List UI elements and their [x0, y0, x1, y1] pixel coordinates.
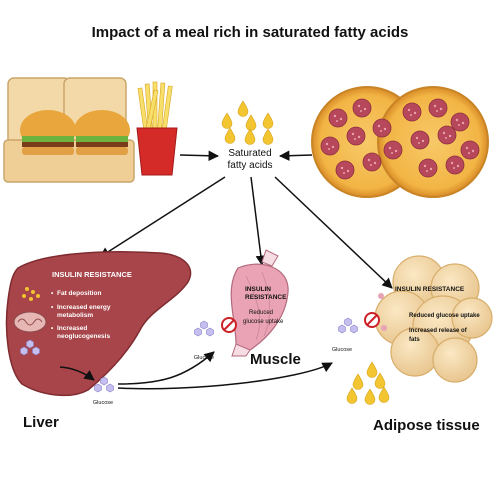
muscle-heading-line2: RESISTANCE — [245, 294, 287, 301]
liver-bullet-2a: Increased energy — [57, 304, 111, 311]
muscle-illustration — [230, 249, 289, 357]
liver-fat-dots — [22, 287, 40, 301]
liver-bullet-1: Fat deposition — [57, 290, 101, 297]
adipose-fat-drops — [346, 361, 390, 405]
arrow-to-liver — [99, 176, 226, 258]
adipose-inhibition-icon — [364, 312, 380, 328]
arrow-to-adipose — [274, 176, 393, 289]
adipose-note-2b: fats — [409, 337, 420, 343]
adipose-illustration — [374, 255, 493, 383]
muscle-heading-line1: INSULIN — [245, 286, 271, 293]
liver-bullet-2b: metabolism — [57, 312, 93, 319]
arrow-liver-to-glucose — [59, 366, 95, 381]
diagram-title: Impact of a meal rich in saturated fatty… — [92, 24, 409, 41]
muscle-note-line2: glucose uptake — [243, 319, 284, 325]
svg-text:•: • — [51, 290, 54, 297]
burger-box-illustration — [3, 77, 135, 183]
muscle-inhibition-icon — [221, 317, 237, 333]
liver-heading: INSULIN RESISTANCE — [52, 270, 132, 279]
arrow-glucose-to-adipose — [117, 362, 333, 390]
center-label-line2: fatty acids — [227, 160, 272, 171]
liver-label: Liver — [23, 414, 59, 431]
arrow-fastfood — [179, 150, 220, 161]
svg-text:•: • — [51, 325, 54, 332]
glucose-adipose-cluster — [338, 317, 358, 334]
adipose-heading: INSULIN RESISTANCE — [395, 286, 465, 293]
center-label-line1: Saturated — [228, 148, 271, 159]
adipose-note-2a: Increased release of — [409, 328, 468, 334]
glucose-liver-label: Glucose — [93, 400, 113, 406]
pizza-illustration — [311, 86, 489, 198]
arrow-pizza — [278, 150, 313, 161]
muscle-label: Muscle — [250, 351, 301, 368]
muscle-note-line1: Reduced — [249, 310, 273, 316]
liver-bullets: • Fat deposition • Increased energy meta… — [51, 290, 111, 340]
adipose-label: Adipose tissue — [373, 417, 480, 434]
liver-mitochondrion-icon — [13, 311, 47, 333]
svg-text:•: • — [51, 304, 54, 311]
liver-bullet-3a: Increased — [57, 325, 87, 332]
glucose-adipose-label: Glucose — [332, 347, 352, 353]
arrow-glucose-to-muscle — [117, 351, 215, 385]
fat-drops-top — [221, 100, 274, 145]
adipose-note-1: Reduced glucose uptake — [409, 313, 480, 319]
arrow-to-muscle — [250, 176, 267, 267]
fries-illustration — [136, 81, 178, 176]
glucose-muscle-cluster — [194, 320, 214, 337]
liver-bullet-3b: neoglucogenesis — [57, 333, 110, 340]
liver-illustration — [5, 251, 192, 397]
